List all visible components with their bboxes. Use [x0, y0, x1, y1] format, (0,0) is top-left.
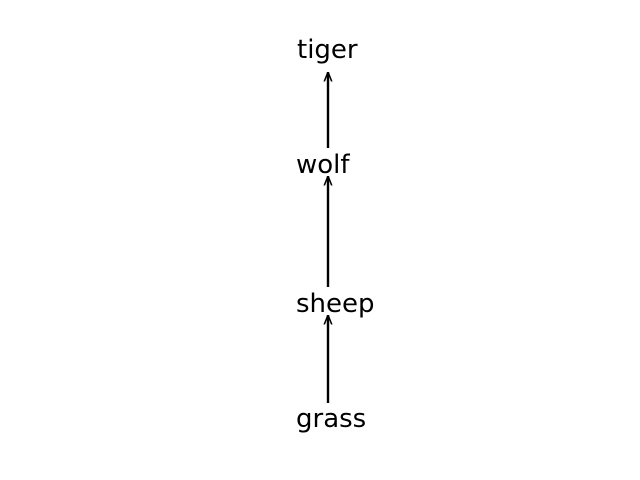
node-wolf: wolf [296, 150, 350, 180]
node-sheep: sheep [296, 289, 375, 319]
node-grass: grass [296, 404, 366, 434]
node-tiger: tiger [297, 35, 358, 65]
